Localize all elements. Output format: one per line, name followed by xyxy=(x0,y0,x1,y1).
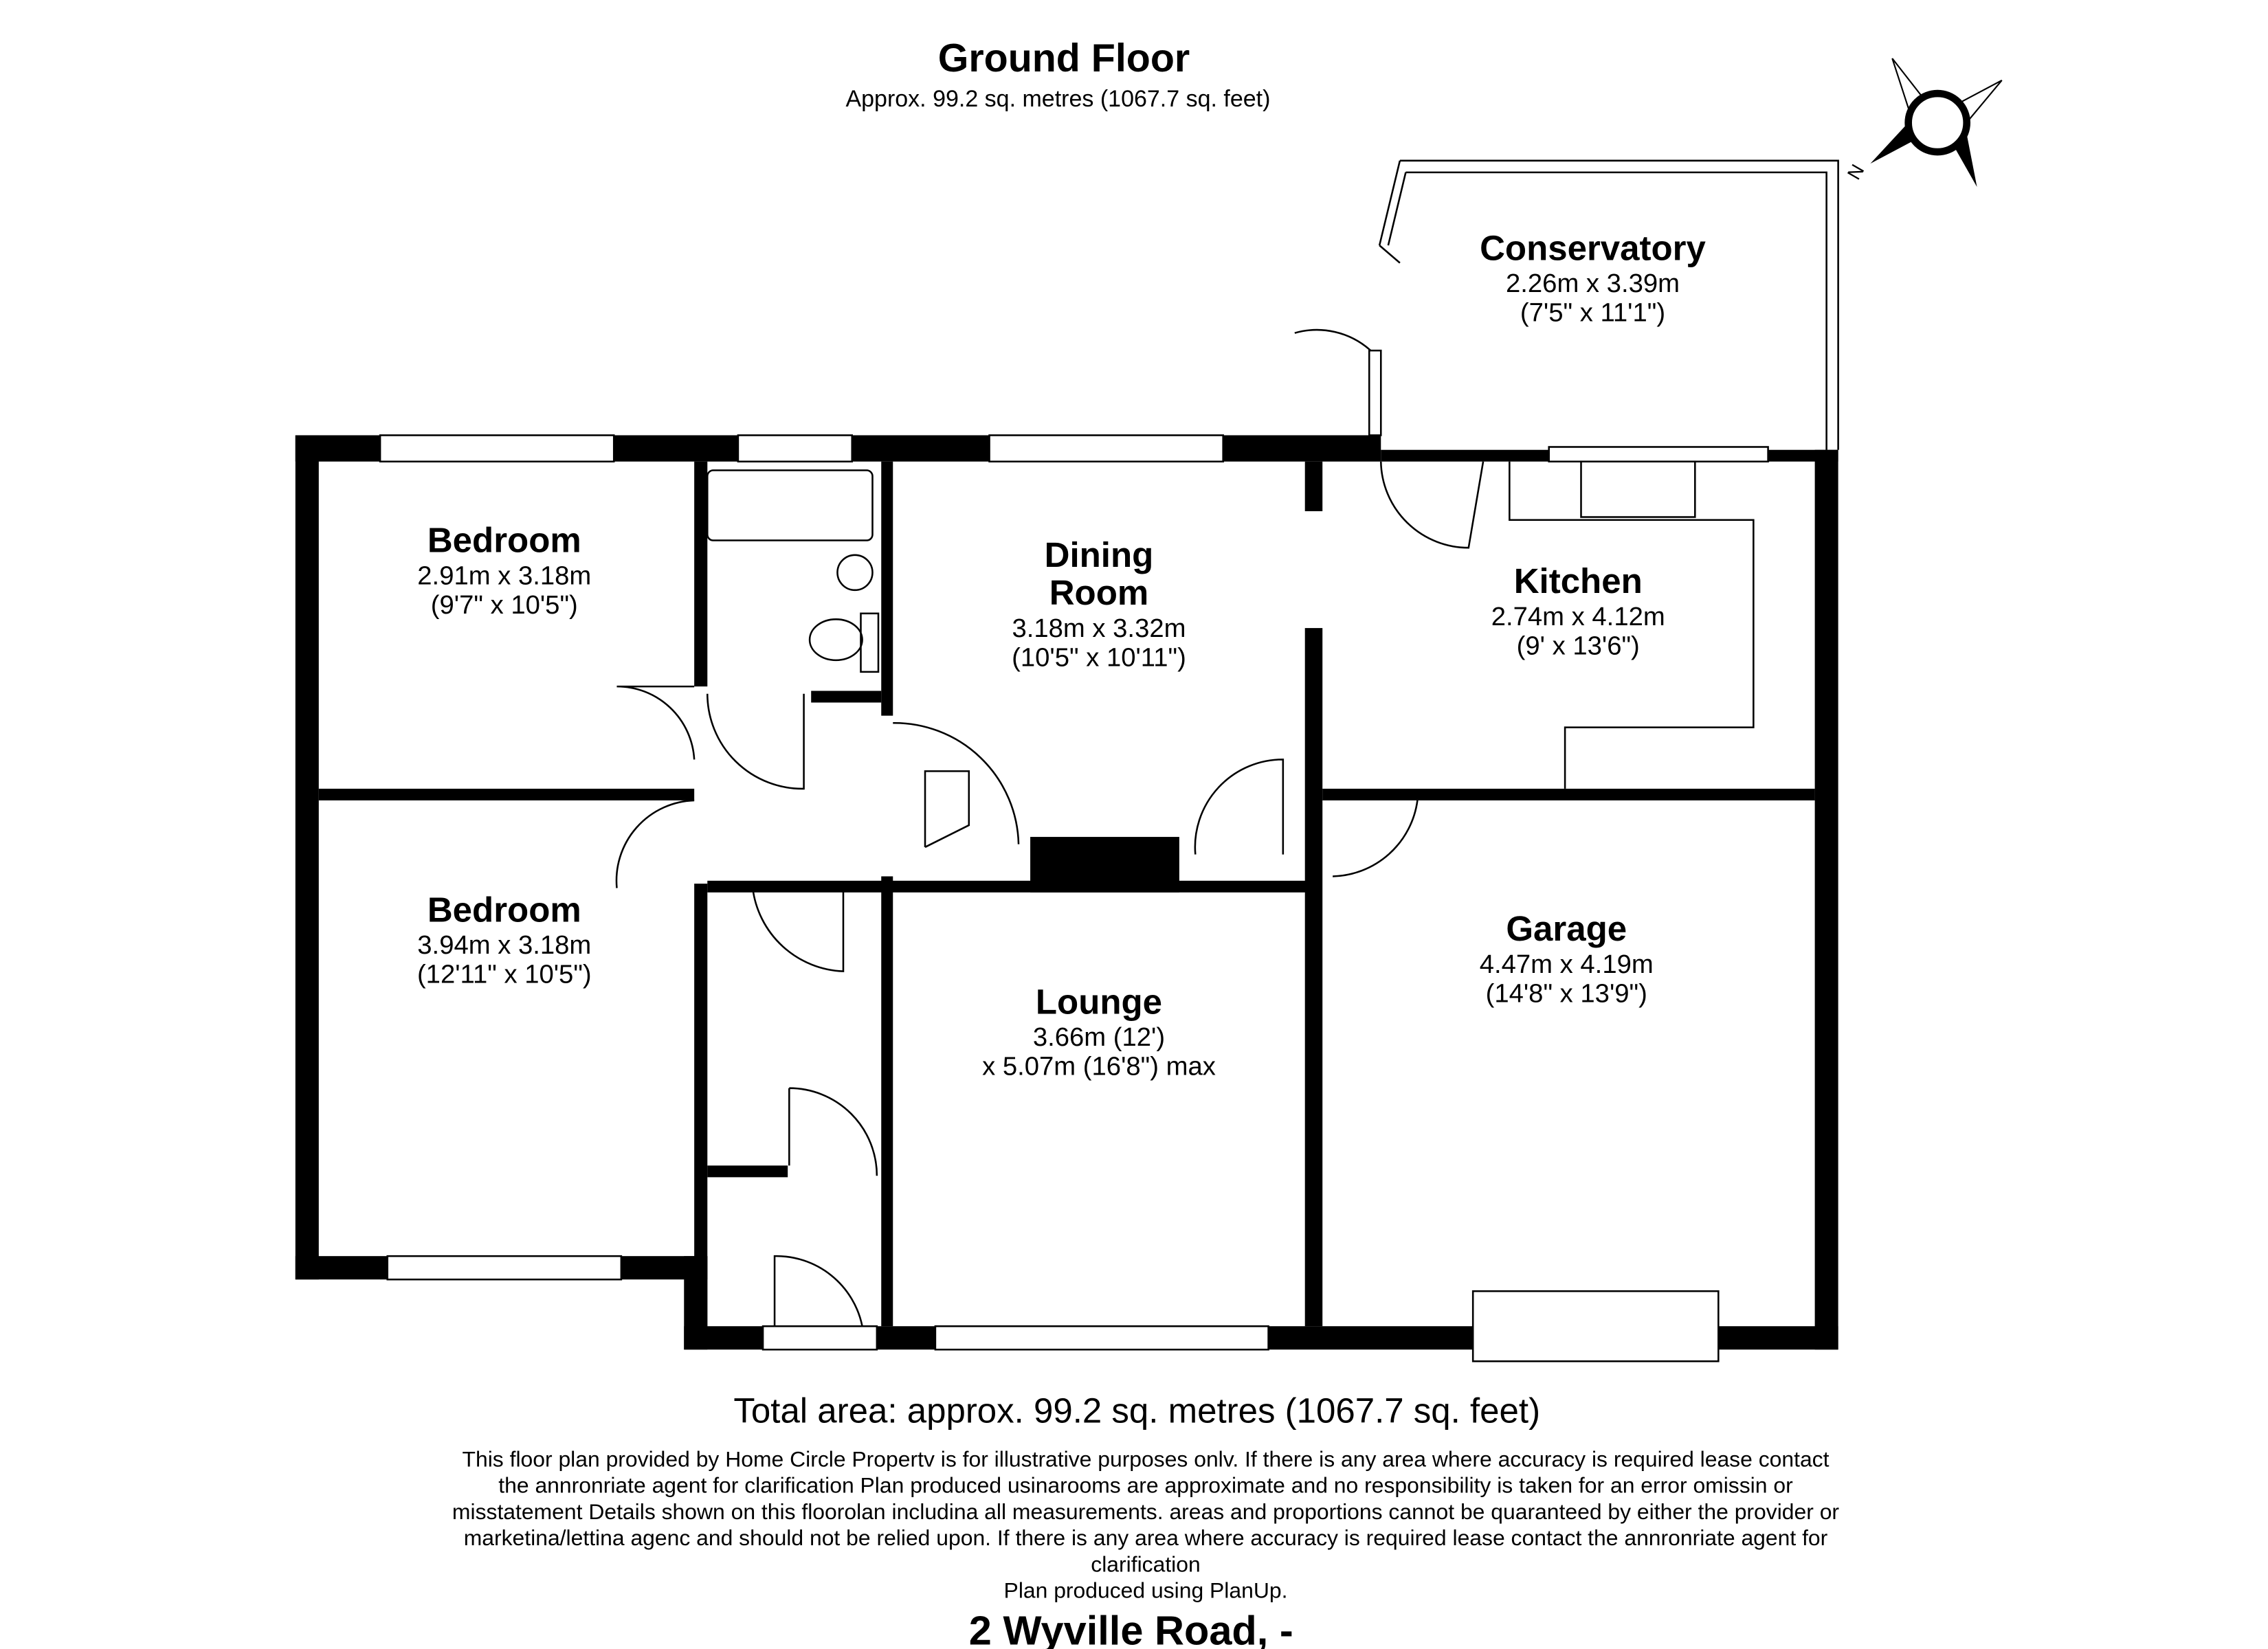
room-dimensions-metric: 2.74m x 4.12m xyxy=(1491,602,1665,631)
total-area: Total area: approx. 99.2 sq. metres (106… xyxy=(733,1391,1540,1431)
room-name-line1: Dining xyxy=(1045,535,1154,574)
room-name: Bedroom xyxy=(427,890,581,929)
floor-title: Ground Floor xyxy=(938,36,1190,80)
compass-icon: N xyxy=(1843,58,2003,188)
room-dimensions-imperial: (9'7" x 10'5") xyxy=(431,590,578,620)
compass-north-label: N xyxy=(1843,161,1869,183)
disclaimer-line: marketina/lettina agenc and should not b… xyxy=(464,1525,1828,1550)
room-bedroom-2: Bedroom 3.94m x 3.18m (12'11" x 10'5") xyxy=(417,890,592,989)
disclaimer-line: This floor plan provided by Home Circle … xyxy=(463,1446,1830,1471)
room-dimensions-metric: 2.91m x 3.18m xyxy=(417,561,591,590)
room-name: Conservatory xyxy=(1480,228,1706,267)
room-name-line2: Room xyxy=(1049,573,1148,612)
walls xyxy=(295,434,1838,1362)
room-dimensions-imperial: (10'5" x 10'11") xyxy=(1012,642,1186,672)
disclaimer-line: misstatement Details shown on this floor… xyxy=(452,1499,1840,1524)
room-dimensions-metric: 2.26m x 3.39m xyxy=(1506,269,1680,298)
room-dimensions-line1: 3.66m (12') xyxy=(1033,1022,1165,1052)
room-garage: Garage 4.47m x 4.19m (14'8" x 13'9") xyxy=(1480,909,1654,1008)
room-name: Kitchen xyxy=(1514,561,1643,601)
room-dimensions-imperial: (9' x 13'6") xyxy=(1517,631,1640,660)
disclaimer-line: clarification xyxy=(1091,1551,1200,1576)
disclaimer-line: the annronriate agent for clarification … xyxy=(498,1473,1793,1498)
room-name: Lounge xyxy=(1036,982,1162,1021)
room-dimensions-metric: 4.47m x 4.19m xyxy=(1480,950,1654,979)
room-name: Bedroom xyxy=(427,521,581,560)
room-bedroom-1: Bedroom 2.91m x 3.18m (9'7" x 10'5") xyxy=(417,521,591,620)
room-dimensions-imperial: (14'8" x 13'9") xyxy=(1486,978,1647,1008)
room-dimensions-line2: x 5.07m (16'8") max xyxy=(982,1052,1216,1081)
room-dimensions-imperial: (7'5" x 11'1") xyxy=(1520,298,1665,328)
room-dimensions-imperial: (12'11" x 10'5") xyxy=(417,960,592,989)
disclaimer: This floor plan provided by Home Circle … xyxy=(452,1446,1840,1602)
disclaimer-line: Plan produced using PlanUp. xyxy=(1004,1578,1288,1603)
room-dining: Dining Room 3.18m x 3.32m (10'5" x 10'11… xyxy=(1012,535,1186,673)
room-dimensions-metric: 3.18m x 3.32m xyxy=(1012,614,1186,643)
room-conservatory: Conservatory 2.26m x 3.39m (7'5" x 11'1"… xyxy=(1480,228,1706,327)
room-lounge: Lounge 3.66m (12') x 5.07m (16'8") max xyxy=(982,982,1216,1081)
property-address: 2 Wyville Road, - xyxy=(969,1608,1293,1649)
floor-area-subtitle: Approx. 99.2 sq. metres (1067.7 sq. feet… xyxy=(845,86,1270,112)
room-name: Garage xyxy=(1506,909,1627,948)
room-kitchen: Kitchen 2.74m x 4.12m (9' x 13'6") xyxy=(1491,561,1665,660)
room-dimensions-metric: 3.94m x 3.18m xyxy=(417,930,591,960)
